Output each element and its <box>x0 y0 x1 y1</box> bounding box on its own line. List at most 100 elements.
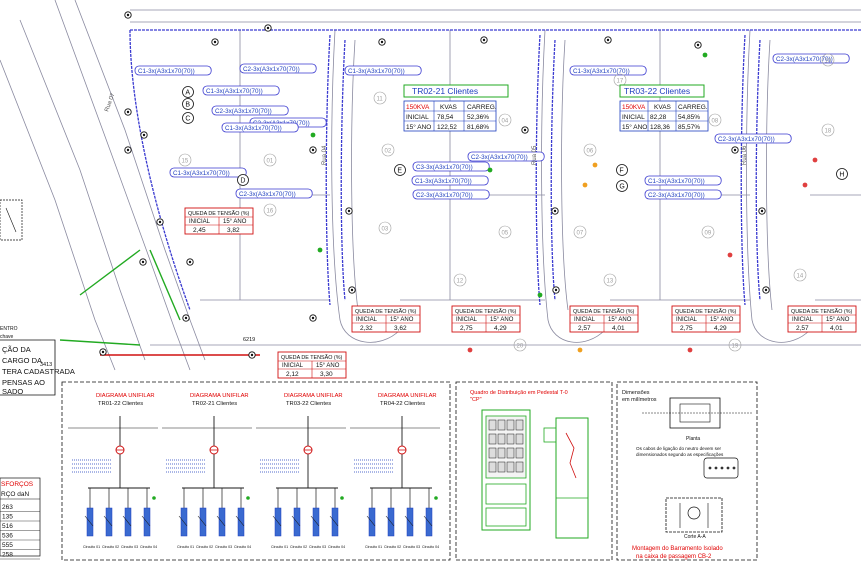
voltage-drop-title: QUEDA DE TENSÃO (%) <box>355 308 417 315</box>
cable-label: C2-3x(A3x1x70(70)) <box>467 151 545 162</box>
unifilar-subtitle: TR04-22 Clientes <box>380 401 425 407</box>
lot-number-text: 07 <box>577 230 584 236</box>
voltage-drop-value: 2,57 <box>796 325 809 332</box>
cable-label-text: C1-3x(A3x1x70(70)) <box>173 170 230 177</box>
row-pct: 81,68% <box>467 124 489 131</box>
cable-label: C1-3x(A3x1x70(70)) <box>569 65 647 76</box>
detail-footer: Montagem do Barramento Isolado <box>632 546 723 552</box>
cable-label: C2-3x(A3x1x70(70)) <box>412 189 490 200</box>
circuit-label: Circuito 03 <box>215 545 232 549</box>
circuit-letter-text: G <box>619 184 624 191</box>
note-line: ÇÃO DA <box>2 345 31 354</box>
voltage-drop-header: INICIAL <box>676 317 698 323</box>
cable-label: C2-3x(A3x1x70(70)) <box>772 53 850 64</box>
cable-label: C1-3x(A3x1x70(70)) <box>169 167 247 178</box>
pole-id: 6219 <box>243 337 255 343</box>
cable-label-text: C1-3x(A3x1x70(70)) <box>573 68 630 75</box>
pole-node <box>211 38 219 46</box>
pole-node <box>762 286 770 294</box>
row-label: 15° ANO <box>406 123 431 131</box>
header-kvas: KVAS <box>440 104 458 111</box>
circuit-label: Circuito 04 <box>328 545 345 549</box>
note-line: TERA CADASTRADA <box>2 367 75 376</box>
cable-label-text: C2-3x(A3x1x70(70)) <box>718 136 775 143</box>
voltage-drop-header: 15° ANO <box>490 317 514 323</box>
header-carreg: CARREG. <box>678 104 708 111</box>
left-notes: ÇÃO DA CARGO DA TERA CADASTRADA PENSAS A… <box>0 199 255 396</box>
cable-label-text: C2-3x(A3x1x70(70)) <box>416 192 473 199</box>
lot-number-text: 02 <box>385 148 392 154</box>
voltage-drop-header: 15° ANO <box>710 317 734 323</box>
voltage-drop-header: INICIAL <box>456 317 478 323</box>
pole-node <box>99 348 107 356</box>
cable-labels: C1-3x(A3x1x70(70)) C2-3x(A3x1x70(70)) C1-3… <box>134 53 850 200</box>
cabinet-sub: "CP" <box>470 397 482 403</box>
lot-number: 15 <box>178 153 192 167</box>
lot-number-text: 08 <box>712 118 719 124</box>
circuit-label: Circuito 04 <box>234 545 251 549</box>
row-pct: 85,57% <box>678 124 700 131</box>
cable-label-text: C1-3x(A3x1x70(70)) <box>415 178 472 185</box>
plan-label: Planta <box>686 436 700 442</box>
circuit-label: Circuito 04 <box>422 545 439 549</box>
circuit-label: Circuito 02 <box>290 545 307 549</box>
service-lines <box>59 249 260 356</box>
detail-title: Dimensões <box>622 390 650 396</box>
detail-sub: em milímetros <box>622 397 657 403</box>
cable-label-text: C2-3x(A3x1x70(70)) <box>243 66 300 73</box>
lot-number-text: 11 <box>377 96 384 102</box>
cable-label: C2-3x(A3x1x70(70)) <box>644 189 722 200</box>
cable-label-text: C2-3x(A3x1x70(70)) <box>471 154 528 161</box>
status-marker <box>310 132 316 138</box>
lot-number-text: 09 <box>705 230 712 236</box>
voltage-drop-title: QUEDA DE TENSÃO (%) <box>455 308 517 315</box>
voltage-drop-value: 3,82 <box>227 227 240 234</box>
pole-node <box>731 146 739 154</box>
circuit-label: Circuito 02 <box>102 545 119 549</box>
cable-label-text: C1-3x(A3x1x70(70)) <box>225 125 282 132</box>
voltage-drop-value: 3,30 <box>320 371 333 378</box>
voltage-drop-value: 3,62 <box>394 325 407 332</box>
pole-node <box>140 131 148 139</box>
road-name: Rua 04 <box>322 145 328 165</box>
cable-label: C1-3x(A3x1x70(70)) <box>134 65 212 76</box>
lot-number-text: 01 <box>267 158 274 164</box>
status-marker <box>812 157 818 163</box>
entry-label: ENTRO <box>0 326 18 332</box>
voltage-drop-value: 2,12 <box>286 371 299 378</box>
note-line: PENSAS AO <box>2 378 45 387</box>
transformer-name: TR03-22 Clientes <box>624 86 690 96</box>
circuit-label: Circuito 02 <box>196 545 213 549</box>
esforcos-value: 516 <box>2 523 13 530</box>
esforcos-value: 536 <box>2 533 13 540</box>
row-kvas: 122,52 <box>437 124 457 131</box>
transformer-table-tr02: TR02-21 Clientes 150KVA KVAS CARREG. INI… <box>403 84 509 132</box>
road-name: Rua 07 <box>104 92 116 113</box>
lot-number-text: 13 <box>607 278 614 284</box>
lot-number: 05 <box>498 225 512 239</box>
unifilar-subtitle: TR03-22 Clientes <box>286 401 331 407</box>
voltage-drop-title: QUEDA DE TENSÃO (%) <box>188 210 250 217</box>
pole-node <box>378 38 386 46</box>
voltage-drop-value: 2,75 <box>460 325 473 332</box>
lot-number-text: 15 <box>182 158 189 164</box>
cable-label-text: C2-3x(A3x1x70(70)) <box>776 56 833 63</box>
pole-node <box>758 207 766 215</box>
esforcos-value: 555 <box>2 542 13 549</box>
unifilar-title: DIAGRAMA UNIFILAR <box>96 393 155 399</box>
lot-number: 06 <box>583 143 597 157</box>
esforcos-head: RÇO daN <box>1 491 29 498</box>
lot-number-text: 14 <box>797 273 804 279</box>
lot-number: 14 <box>793 268 807 282</box>
status-marker <box>802 182 808 188</box>
voltage-drop-header: 15° ANO <box>608 317 632 323</box>
